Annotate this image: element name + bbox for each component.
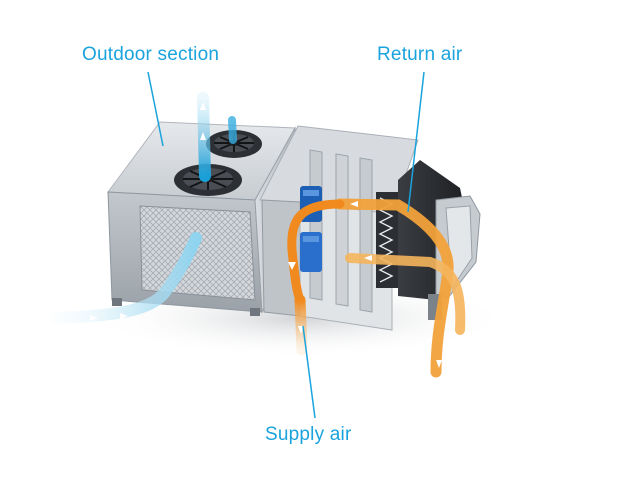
outdoor-section-leader <box>147 71 164 147</box>
exhaust-air-flow-2 <box>228 116 237 144</box>
filter-pleats <box>378 197 394 283</box>
supply-air-leader <box>302 325 316 419</box>
outdoor-grille <box>139 205 256 301</box>
flow-arrows <box>90 102 442 368</box>
foot <box>112 298 122 306</box>
indoor-section <box>259 125 419 331</box>
partition <box>309 149 323 301</box>
return-air-flow-branch <box>345 253 466 335</box>
partition <box>359 157 373 313</box>
cool-air-inlet-flow <box>49 232 202 324</box>
supply-air-label: Supply air <box>265 424 352 445</box>
return-air-label: Return air <box>377 44 463 65</box>
supply-air-flow <box>294 294 308 356</box>
return-air-leader <box>407 71 425 213</box>
outdoor-section-label: Outdoor section <box>82 44 220 65</box>
internal-air-flow <box>287 199 345 305</box>
foot <box>250 308 260 316</box>
partition <box>335 153 349 307</box>
